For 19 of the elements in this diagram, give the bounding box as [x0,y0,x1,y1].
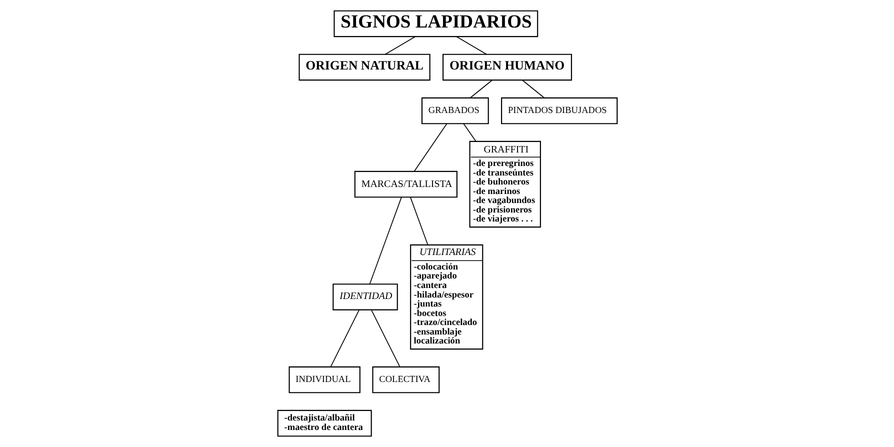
node-box: ORIGEN HUMANO [442,54,572,81]
connector [384,36,416,55]
connector [456,36,487,55]
connector [521,80,544,98]
node-box: SIGNOS LAPIDARIOS [333,10,538,38]
connector [368,196,402,284]
node-box: INDIVIDUAL [288,366,360,394]
node-box: GRABADOS [420,97,488,124]
connector [462,123,476,142]
connector [413,123,447,172]
node-box: ORIGEN NATURAL [298,54,430,81]
node-box: -destajista/albañil -maestro de cantera [276,410,372,437]
connector [330,310,360,368]
connector [410,196,428,246]
connector [370,310,400,368]
node-box: IDENTIDAD [332,284,398,310]
node-box: PINTADOS DIBUJADOS [500,97,618,124]
node-box: MARCAS/TALLISTA [354,170,457,198]
node-box: COLECTIVA [372,366,440,394]
